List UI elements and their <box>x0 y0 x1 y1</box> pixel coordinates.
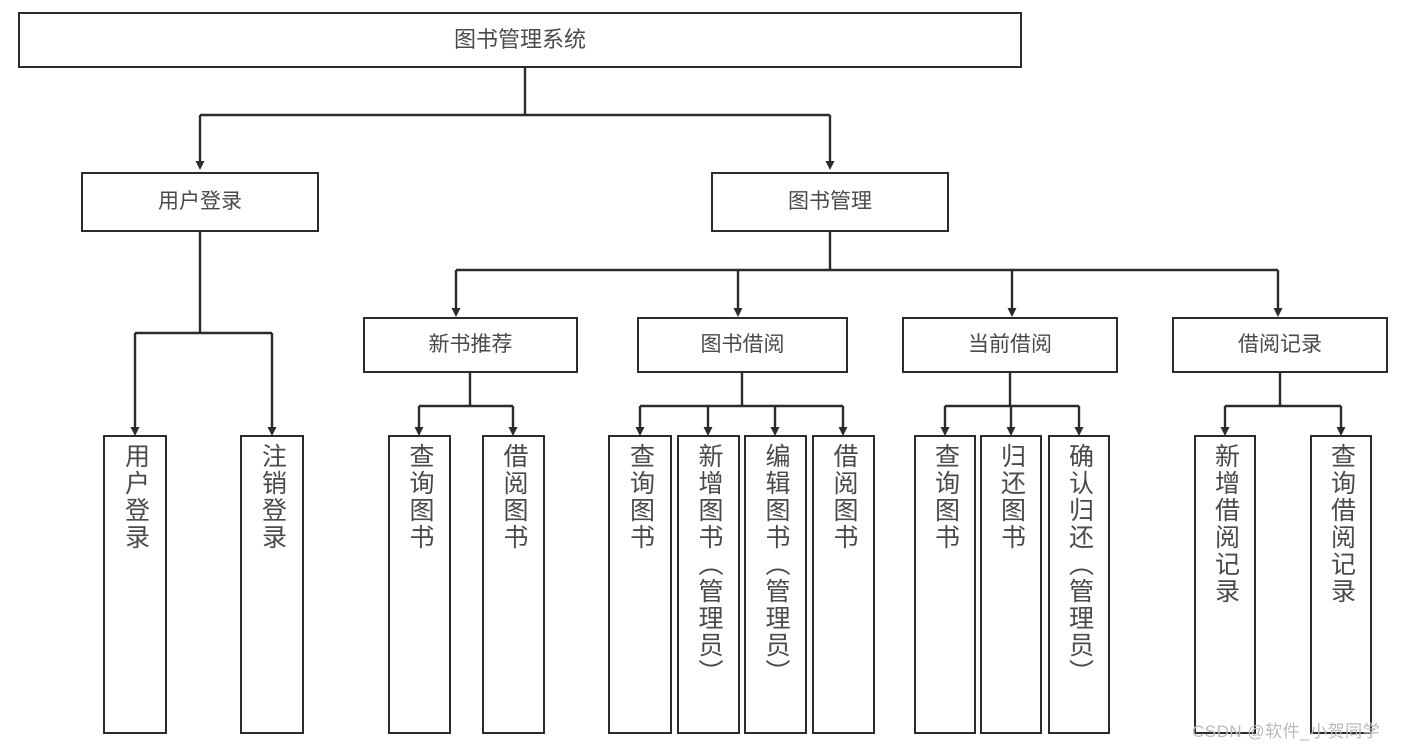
node-leaf-user-login[interactable]: 用户登录 <box>103 435 167 734</box>
node-leaf-add-book[interactable]: 新增图书（管理员） <box>677 435 740 734</box>
node-leaf-add-record-label: 新增借阅记录 <box>1211 443 1240 605</box>
node-book-manage[interactable]: 图书管理 <box>711 172 949 232</box>
node-root[interactable]: 图书管理系统 <box>18 12 1022 68</box>
node-current-borrow[interactable]: 当前借阅 <box>902 317 1118 373</box>
node-borrow-record-label: 借阅记录 <box>1238 333 1322 357</box>
node-leaf-query-record[interactable]: 查询借阅记录 <box>1310 435 1372 734</box>
node-book-manage-label: 图书管理 <box>788 190 872 214</box>
node-user-login-label: 用户登录 <box>158 190 242 214</box>
node-leaf-user-login-label: 用户登录 <box>121 443 150 551</box>
node-leaf-query-book-1-label: 查询图书 <box>406 443 434 551</box>
node-leaf-borrow-book-1-label: 借阅图书 <box>500 443 528 551</box>
node-leaf-query-book-3-label: 查询图书 <box>931 443 960 551</box>
node-leaf-query-record-label: 查询借阅记录 <box>1327 443 1356 605</box>
node-root-label: 图书管理系统 <box>453 26 586 52</box>
node-leaf-user-logout-label: 注销登录 <box>258 443 287 551</box>
node-leaf-add-record[interactable]: 新增借阅记录 <box>1194 435 1256 734</box>
node-leaf-return-book[interactable]: 归还图书 <box>980 435 1042 734</box>
node-book-borrow-label: 图书借阅 <box>700 333 785 357</box>
node-leaf-confirm-return-label: 确认归还（管理员） <box>1065 443 1094 686</box>
node-leaf-borrow-book-2-label: 借阅图书 <box>830 443 858 551</box>
node-leaf-borrow-book-2[interactable]: 借阅图书 <box>812 435 875 734</box>
node-leaf-query-book-1[interactable]: 查询图书 <box>388 435 451 734</box>
node-book-borrow[interactable]: 图书借阅 <box>637 317 848 373</box>
node-leaf-query-book-2[interactable]: 查询图书 <box>608 435 672 734</box>
node-current-borrow-label: 当前借阅 <box>968 333 1052 357</box>
node-leaf-add-book-label: 新增图书（管理员） <box>695 443 723 686</box>
node-leaf-confirm-return[interactable]: 确认归还（管理员） <box>1048 435 1110 734</box>
node-leaf-query-book-2-label: 查询图书 <box>626 443 655 551</box>
node-leaf-query-book-3[interactable]: 查询图书 <box>914 435 976 734</box>
node-leaf-edit-book-label: 编辑图书（管理员） <box>762 443 790 686</box>
node-new-book-recommend[interactable]: 新书推荐 <box>363 317 578 373</box>
node-leaf-edit-book[interactable]: 编辑图书（管理员） <box>744 435 807 734</box>
csdn-watermark: CSDN @软件_小贺同学 <box>1192 722 1381 741</box>
node-leaf-user-logout[interactable]: 注销登录 <box>240 435 304 734</box>
node-new-book-recommend-label: 新书推荐 <box>428 333 513 357</box>
node-leaf-return-book-label: 归还图书 <box>997 443 1026 551</box>
node-borrow-record[interactable]: 借阅记录 <box>1172 317 1388 373</box>
node-user-login[interactable]: 用户登录 <box>81 172 319 232</box>
node-leaf-borrow-book-1[interactable]: 借阅图书 <box>482 435 545 734</box>
